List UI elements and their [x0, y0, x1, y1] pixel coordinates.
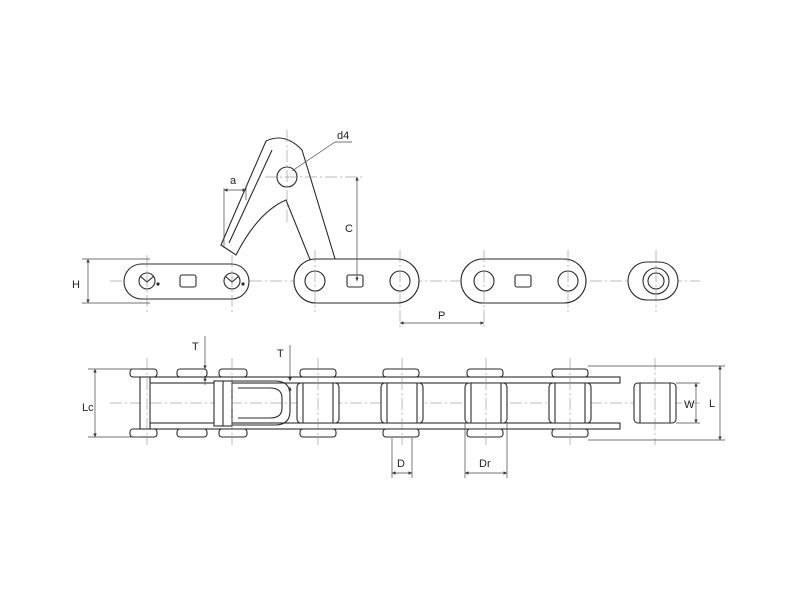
label-T-left: T: [192, 341, 199, 353]
label-P: P: [438, 310, 445, 322]
side-view: d4 a C H P: [72, 130, 700, 330]
label-d4: d4: [337, 130, 349, 142]
label-H: H: [72, 279, 80, 291]
label-C: C: [345, 223, 353, 235]
label-T-right: T: [277, 348, 284, 360]
label-a: a: [230, 175, 237, 187]
label-L: L: [709, 398, 715, 410]
label-D: D: [397, 458, 405, 470]
label-W: W: [684, 399, 695, 411]
attachment-bracket: [220, 137, 337, 263]
label-Lc: Lc: [82, 402, 94, 414]
label-Dr: Dr: [479, 458, 491, 470]
top-view: Lc T T W L D Dr: [82, 336, 725, 478]
